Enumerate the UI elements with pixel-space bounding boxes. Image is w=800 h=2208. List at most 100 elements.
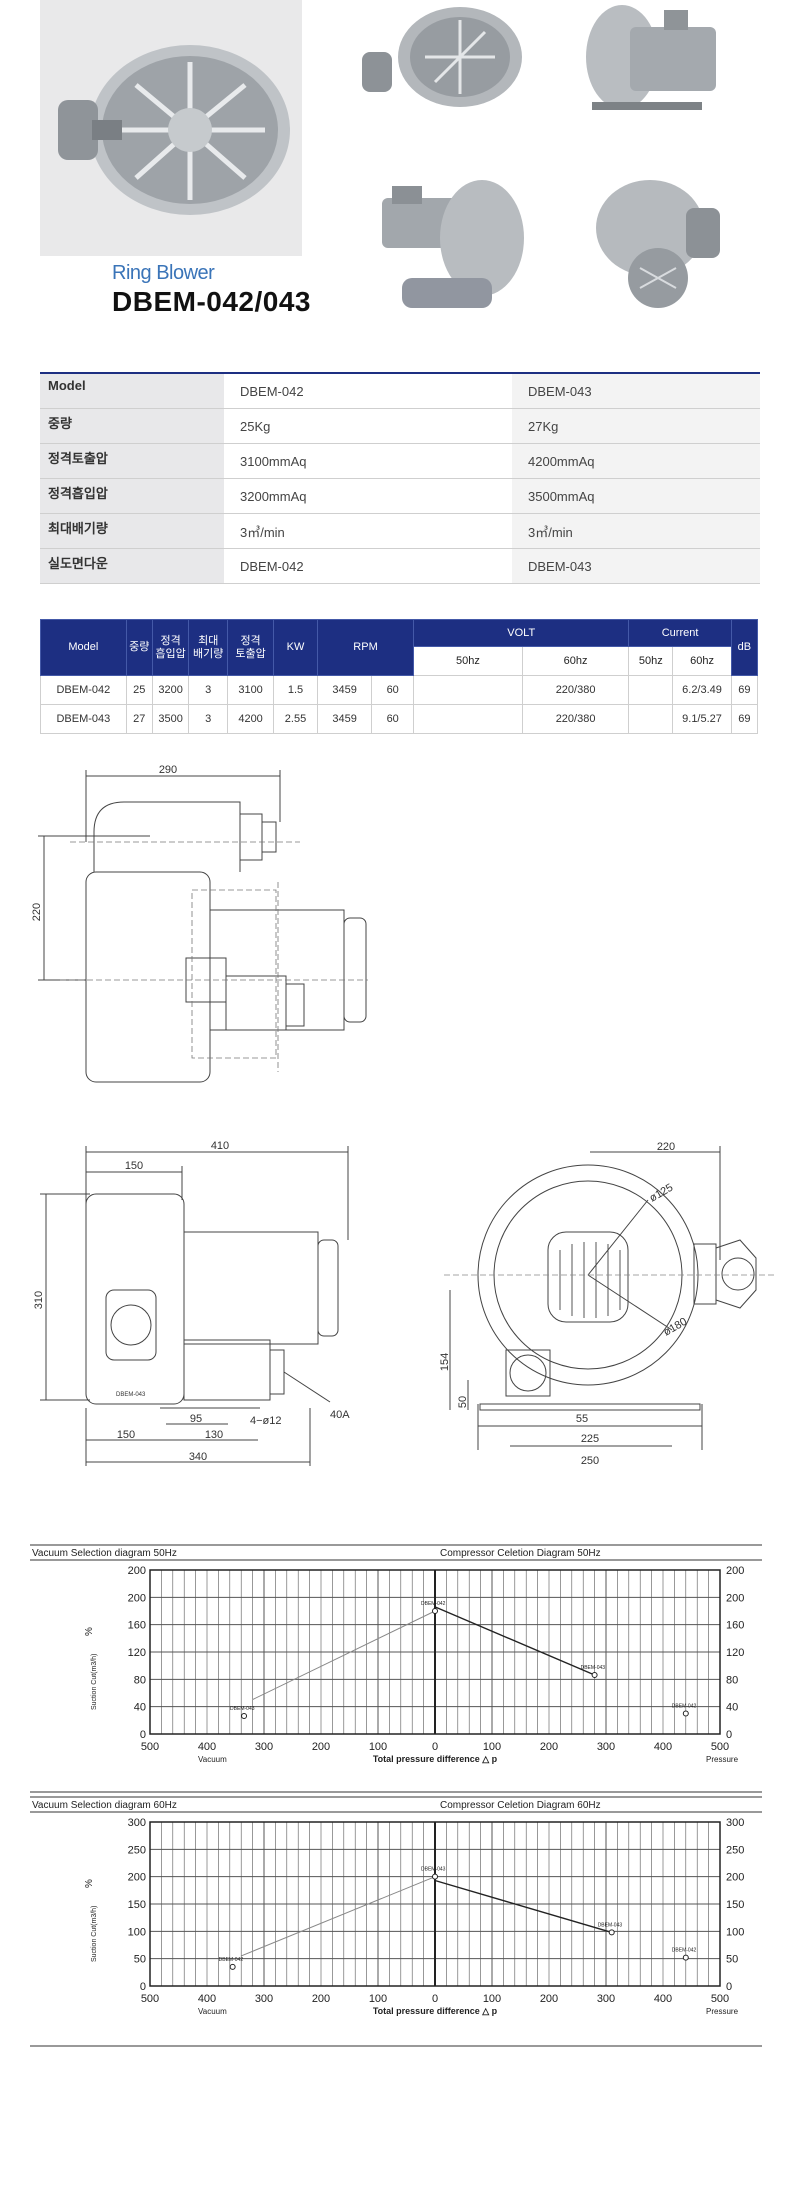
table-row: 정격흡입압 3200mmAq 3500mmAq <box>40 478 760 514</box>
y-axis-unit: % <box>84 1879 95 1888</box>
cell: 60 <box>371 675 415 705</box>
dim-220: 220 <box>31 903 43 921</box>
cell: 3100 <box>227 675 275 705</box>
x-tick-label: 500 <box>711 1993 729 2005</box>
series-label: Ring Blower <box>112 262 215 284</box>
cell: 25 <box>125 675 153 705</box>
cell: 3 <box>188 675 229 705</box>
dim-55: 55 <box>576 1413 588 1425</box>
table-row: 중량 25Kg 27Kg <box>40 408 760 444</box>
technical-drawing-side: 410 150 310 DBEM-043 95 130 150 340 4−ø1… <box>33 1140 350 1466</box>
table-row: Model DBEM-042 DBEM-043 <box>40 373 760 409</box>
data-point-label: DBEM-042 <box>672 1704 697 1710</box>
data-point <box>432 1608 438 1614</box>
header-current-50hz: 50hz <box>628 646 674 676</box>
x-tick-label: 300 <box>255 1993 273 2005</box>
dim-150-top: 150 <box>125 1160 143 1172</box>
header-volt-60hz: 60hz <box>521 646 630 676</box>
chart-title-right: Compressor Celetion Diagram 60Hz <box>440 1800 601 1811</box>
spec-cell: 3100mmAq <box>224 443 512 479</box>
y-tick-label: 250 <box>128 1844 146 1856</box>
y-tick-label: 200 <box>128 1592 146 1604</box>
y-tick-label: 80 <box>134 1674 146 1686</box>
cell: 3459 <box>316 675 373 705</box>
y-tick-label: 100 <box>726 1926 744 1938</box>
x-axis-label: Total pressure difference △ p <box>373 1754 498 1764</box>
y-tick-label: 0 <box>140 1729 146 1741</box>
x-tick-label: 100 <box>369 1993 387 2005</box>
spec-table: Model DBEM-042 DBEM-043 중량 25Kg 27Kg 정격토… <box>40 372 760 584</box>
dim-225: 225 <box>581 1433 599 1445</box>
cell: 69 <box>730 675 759 705</box>
header-weight: 중량 <box>125 619 153 676</box>
spec-cell: 3200mmAq <box>224 478 512 514</box>
data-point <box>591 1671 598 1678</box>
data-point-label: DBEM-043 <box>581 1665 606 1671</box>
dim-340: 340 <box>189 1451 207 1463</box>
cell: 220/380 <box>521 675 630 705</box>
data-point <box>608 1929 615 1936</box>
y-axis-unit: % <box>84 1627 95 1636</box>
drawing-download-link[interactable]: DBEM-042 <box>224 548 512 584</box>
y-tick-label: 200 <box>726 1592 744 1604</box>
cell: 4200 <box>227 704 275 734</box>
header-model: Model <box>40 619 127 676</box>
header-db: dB <box>730 619 759 676</box>
drawing-download-link[interactable]: DBEM-043 <box>512 548 760 584</box>
product-photo-side <box>572 2 742 118</box>
x-tick-label: 200 <box>540 1993 558 2005</box>
chart-title-left: Vacuum Selection diagram 50Hz <box>32 1548 177 1559</box>
cell <box>413 704 523 734</box>
cell: 69 <box>730 704 759 734</box>
product-photo-front-angle <box>350 2 530 118</box>
hole-spec: 4−ø12 <box>250 1415 282 1427</box>
x-tick-label: 300 <box>597 1993 615 2005</box>
product-photo-rear <box>362 168 532 320</box>
cell: 1.5 <box>273 675 318 705</box>
table-row: 정격토출압 3100mmAq 4200mmAq <box>40 443 760 479</box>
dim-d180: ø180 <box>662 1316 690 1339</box>
plot-frame <box>149 1569 721 1735</box>
header-volt-50hz: 50hz <box>413 646 523 676</box>
dim-410: 410 <box>211 1140 229 1152</box>
x-tick-label: 0 <box>432 1741 438 1753</box>
x-tick-label: 100 <box>483 1993 501 2005</box>
data-point-label: DBEM-042 <box>672 1948 697 1954</box>
plot-frame <box>149 1821 721 1987</box>
header-current-60hz: 60hz <box>672 646 732 676</box>
dim-310: 310 <box>33 1291 45 1309</box>
data-point <box>432 1873 438 1880</box>
y-axis-label: Suction Cut(m3/h) <box>91 1654 98 1710</box>
dim-50: 50 <box>457 1396 469 1408</box>
header-volt: VOLT <box>413 619 630 647</box>
y-axis-label: Suction Cut(m3/h) <box>91 1906 98 1962</box>
cell: 27 <box>125 704 153 734</box>
header-rpm: RPM <box>316 619 415 676</box>
y-tick-label: 50 <box>726 1954 738 1966</box>
y-tick-label: 160 <box>128 1620 146 1632</box>
table-row: 최대배기량 3㎥/min 3㎥/min <box>40 513 760 549</box>
y-tick-label: 250 <box>726 1844 744 1856</box>
y-tick-label: 50 <box>134 1954 146 1966</box>
product-photo-motor-end <box>580 168 740 320</box>
x-tick-label: 400 <box>654 1993 672 2005</box>
series-line <box>252 1610 436 1701</box>
x-tick-label: 200 <box>312 1741 330 1753</box>
x-tick-label: 100 <box>483 1741 501 1753</box>
technical-drawing-front: 220 ø125 ø180 154 50 55 225 250 <box>440 1141 776 1467</box>
dim-95: 95 <box>190 1413 202 1425</box>
spec-row-label: 최대배기량 <box>40 513 224 549</box>
y-tick-label: 0 <box>726 1981 732 1993</box>
series-line <box>434 1879 612 1934</box>
data-point <box>682 1710 689 1717</box>
data-point <box>241 1712 248 1719</box>
x-right-label: Pressure <box>706 2007 739 2016</box>
y-tick-label: 150 <box>128 1899 146 1911</box>
spec-row-label: 중량 <box>40 408 224 444</box>
chart-title-left: Vacuum Selection diagram 60Hz <box>32 1800 177 1811</box>
technical-drawing-top: 290 220 <box>31 764 368 1083</box>
y-tick-label: 300 <box>128 1817 146 1829</box>
